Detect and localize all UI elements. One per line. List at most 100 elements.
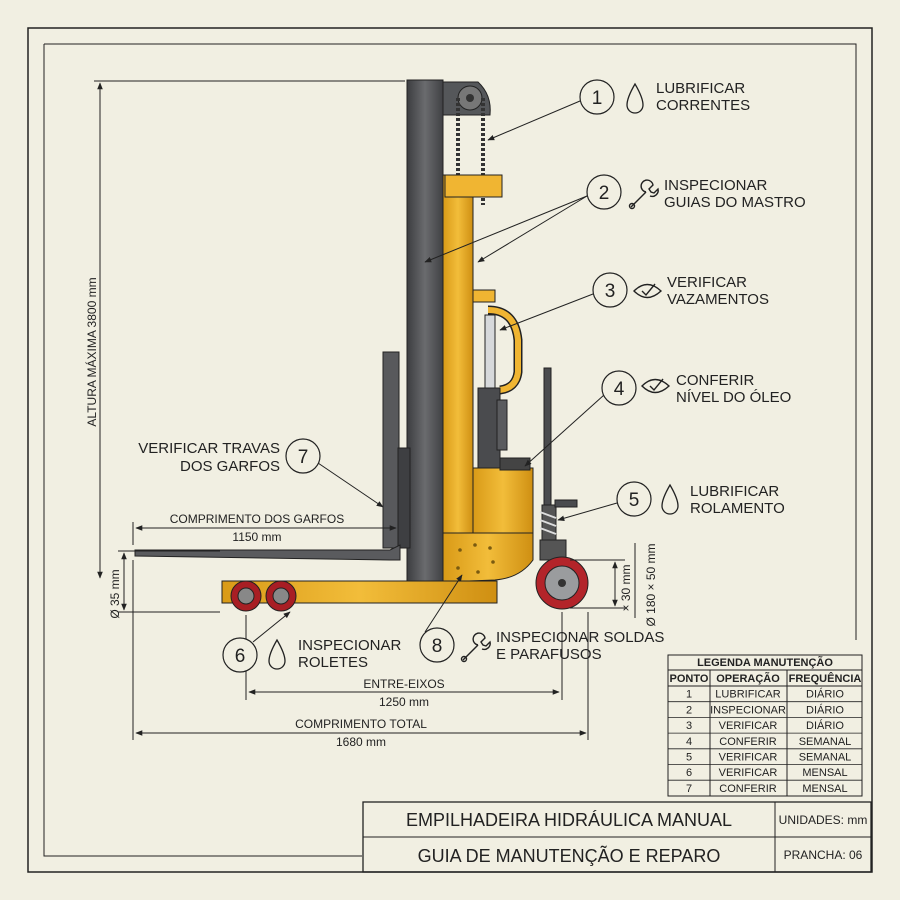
drawing-subtitle: GUIA DE MANUTENÇÃO E REPARO bbox=[418, 845, 721, 866]
callout-1-number: 1 bbox=[592, 88, 603, 109]
fork-length-label: COMPRIMENTO DOS GARFOS bbox=[170, 512, 344, 526]
check-eye-icon bbox=[641, 378, 671, 394]
inner-mast bbox=[442, 174, 474, 581]
fork-carriage bbox=[382, 351, 400, 549]
legend-cell-operation: VERIFICAR bbox=[719, 720, 778, 732]
callout-8-number: 8 bbox=[432, 636, 443, 657]
legend-cell-point: 2 bbox=[686, 704, 692, 716]
callout-2-number: 2 bbox=[599, 183, 610, 204]
pump-body bbox=[472, 467, 534, 534]
title-block: EMPILHADEIRA HIDRÁULICA MANUAL GUIA DE M… bbox=[362, 801, 872, 873]
legend-cell-point: 5 bbox=[686, 752, 692, 764]
legend-cell-operation: VERIFICAR bbox=[719, 752, 778, 764]
oil-drop-icon bbox=[268, 638, 286, 670]
maintenance-legend: LEGENDA MANUTENÇÃO PONTO OPERAÇÃO FREQUÊ… bbox=[667, 654, 863, 797]
callout-7-line1: VERIFICAR TRAVAS bbox=[138, 440, 280, 457]
legend-header-point: PONTO bbox=[670, 673, 709, 685]
legend-row: 4 CONFERIR SEMANAL bbox=[668, 736, 862, 750]
callout-4: 4 CONFERIR NÍVEL DO ÓLEO bbox=[601, 370, 791, 406]
piston-rod bbox=[484, 314, 496, 391]
mast bbox=[406, 79, 444, 583]
dimensions: ALTURA MÁXIMA 3800 mm COMPRIMENTO DOS GA… bbox=[84, 80, 658, 749]
callout-3-line2: VAZAMENTOS bbox=[667, 291, 769, 308]
legend-cell-frequency: SEMANAL bbox=[799, 736, 852, 748]
callout-7-line2: DOS GARFOS bbox=[180, 458, 280, 475]
callout-4-number: 4 bbox=[614, 379, 625, 400]
callout-5-line2: ROLAMENTO bbox=[690, 500, 785, 517]
callout-6-line2: ROLETES bbox=[298, 654, 368, 671]
legend-cell-frequency: DIÁRIO bbox=[806, 703, 844, 716]
callout-7-number: 7 bbox=[298, 447, 309, 468]
legend-row: 6 VERIFICAR MENSAL bbox=[668, 767, 862, 781]
legend-cell-frequency: DIÁRIO bbox=[806, 719, 844, 732]
callout-4-line2: NÍVEL DO ÓLEO bbox=[676, 389, 791, 406]
sheet-number: PRANCHA: 06 bbox=[784, 848, 863, 862]
legend-cell-operation: INSPECIONAR bbox=[710, 704, 786, 716]
callout-2-line1: INSPECIONAR bbox=[664, 177, 768, 194]
rear-castor-wheel bbox=[535, 556, 589, 610]
callout-7: 7 VERIFICAR TRAVAS DOS GARFOS bbox=[138, 438, 321, 475]
wrench-icon bbox=[460, 632, 491, 663]
callout-6-number: 6 bbox=[235, 646, 246, 667]
legend-cell-point: 7 bbox=[686, 783, 692, 795]
legend-header-operation: OPERAÇÃO bbox=[716, 672, 780, 685]
legend-cell-operation: CONFERIR bbox=[719, 736, 777, 748]
callout-8-line1: INSPECIONAR SOLDAS bbox=[496, 629, 664, 646]
chassis-plate bbox=[442, 532, 534, 583]
legend-cell-frequency: MENSAL bbox=[802, 767, 847, 779]
legend-cell-operation: VERIFICAR bbox=[719, 767, 778, 779]
legend-row: 1 LUBRIFICAR DIÁRIO bbox=[668, 688, 862, 703]
callout-6-line1: INSPECIONAR bbox=[298, 637, 402, 654]
callout-6: 6 INSPECIONAR ROLETES bbox=[222, 637, 402, 673]
inner-border-left bbox=[43, 44, 362, 857]
legend-cell-operation: LUBRIFICAR bbox=[715, 689, 780, 701]
legend-cell-frequency: MENSAL bbox=[802, 783, 847, 795]
oil-drop-icon bbox=[661, 483, 679, 515]
callout-3-line1: VERIFICAR bbox=[667, 274, 747, 291]
callout-3-number: 3 bbox=[605, 281, 616, 302]
wheel-width-label: × 30 mm bbox=[619, 564, 633, 611]
legend-cell-operation: CONFERIR bbox=[719, 783, 777, 795]
wheelbase-value: 1250 mm bbox=[379, 695, 429, 709]
stacker-illustration bbox=[134, 79, 589, 612]
callout-2-line2: GUIAS DO MASTRO bbox=[664, 194, 806, 211]
callout-1-line1: LUBRIFICAR bbox=[656, 80, 745, 97]
callout-5: 5 LUBRIFICAR ROLAMENTO bbox=[616, 481, 785, 517]
callout-8: 8 INSPECIONAR SOLDAS E PARAFUSOS bbox=[419, 627, 664, 663]
callout-5-line1: LUBRIFICAR bbox=[690, 483, 779, 500]
callout-1: 1 LUBRIFICAR CORRENTES bbox=[579, 79, 750, 115]
inner-border-top bbox=[44, 43, 857, 640]
callout-3: 3 VERIFICAR VAZAMENTOS bbox=[592, 272, 769, 308]
wrench-icon bbox=[628, 179, 659, 210]
fork-length-value: 1150 mm bbox=[232, 530, 281, 544]
legend-cell-point: 4 bbox=[686, 736, 692, 748]
max-height-label: ALTURA MÁXIMA 3800 mm bbox=[84, 277, 99, 426]
wheelbase-label: ENTRE-EIXOS bbox=[363, 677, 444, 691]
drawing-title: EMPILHADEIRA HIDRÁULICA MANUAL bbox=[406, 810, 732, 830]
legend-title: LEGENDA MANUTENÇÃO bbox=[697, 656, 833, 669]
legend-cell-point: 6 bbox=[686, 767, 692, 779]
units-label: UNIDADES: mm bbox=[779, 813, 868, 827]
inspect-eye-icon bbox=[633, 283, 663, 299]
callout-1-line2: CORRENTES bbox=[656, 97, 750, 114]
total-length-value: 1680 mm bbox=[336, 735, 386, 749]
legend-row: 7 CONFERIR MENSAL bbox=[686, 783, 848, 795]
forks bbox=[134, 544, 401, 561]
legend-cell-frequency: DIÁRIO bbox=[806, 688, 844, 701]
total-length-label: COMPRIMENTO TOTAL bbox=[295, 717, 427, 731]
oil-drop-icon bbox=[626, 82, 644, 114]
legend-cell-point: 1 bbox=[686, 689, 692, 701]
callout-8-line2: E PARAFUSOS bbox=[496, 646, 602, 663]
chain-crosshead bbox=[444, 174, 503, 198]
legend-row: 2 INSPECIONAR DIÁRIO bbox=[668, 703, 862, 718]
callout-2: 2 INSPECIONAR GUIAS DO MASTRO bbox=[586, 174, 806, 211]
wheel-diameter-label: Ø 180 × 50 mm bbox=[644, 543, 658, 626]
handle-guard bbox=[487, 307, 521, 393]
callouts: 1 LUBRIFICAR CORRENTES 2 INSPECIONAR GUI… bbox=[138, 79, 806, 673]
front-rollers bbox=[230, 580, 297, 612]
